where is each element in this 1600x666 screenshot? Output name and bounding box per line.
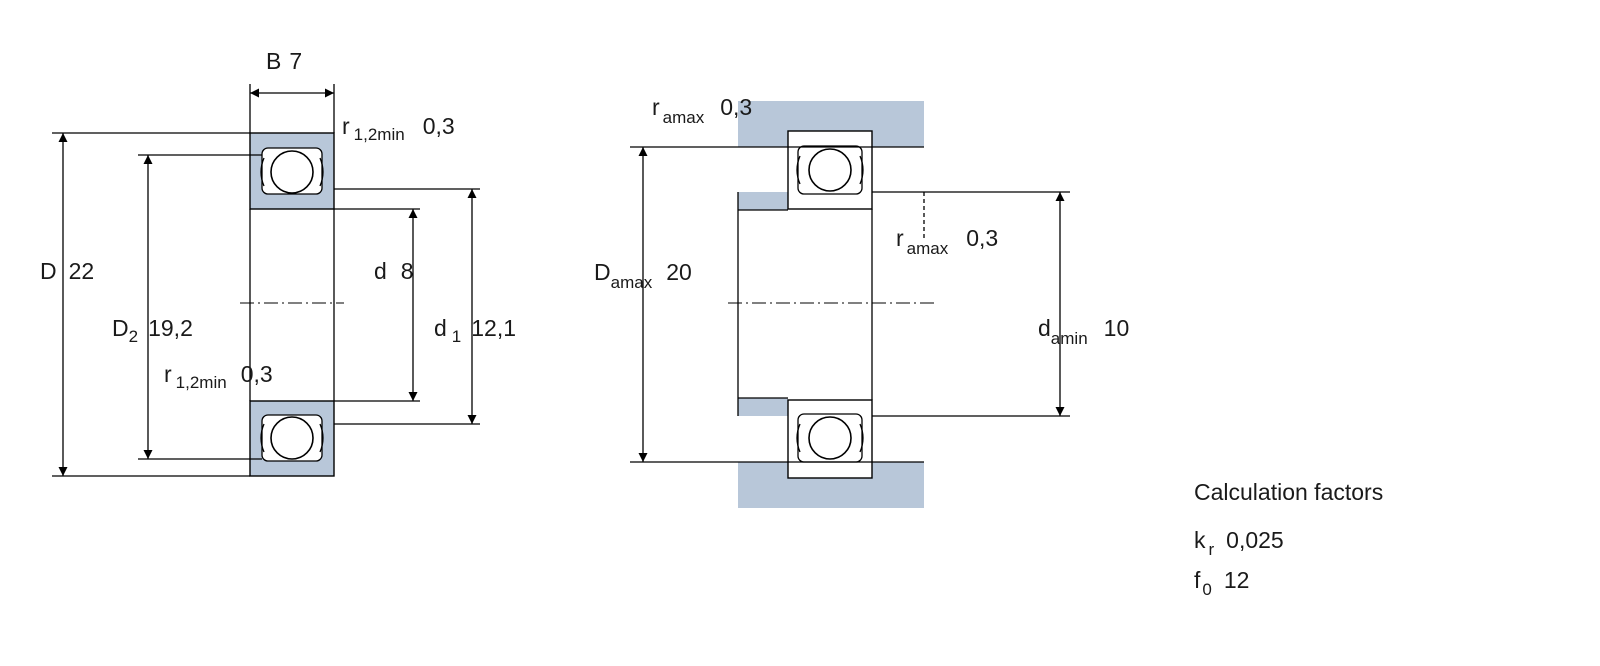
shaft-bottom [738,398,788,416]
abutment-section [630,101,1070,508]
bearing-section [52,84,480,477]
shaft-top [738,192,788,210]
housing-shoulder-top [872,131,924,147]
ball-abut-top [808,148,852,192]
cage-top [260,157,324,187]
ball-bottom [270,416,314,460]
ball-top [270,150,314,194]
cage-bottom [260,423,324,453]
calc-title: Calculation factors [1194,479,1383,505]
housing-shoulder-bottom [872,462,924,478]
ball-abut-bottom [808,416,852,460]
